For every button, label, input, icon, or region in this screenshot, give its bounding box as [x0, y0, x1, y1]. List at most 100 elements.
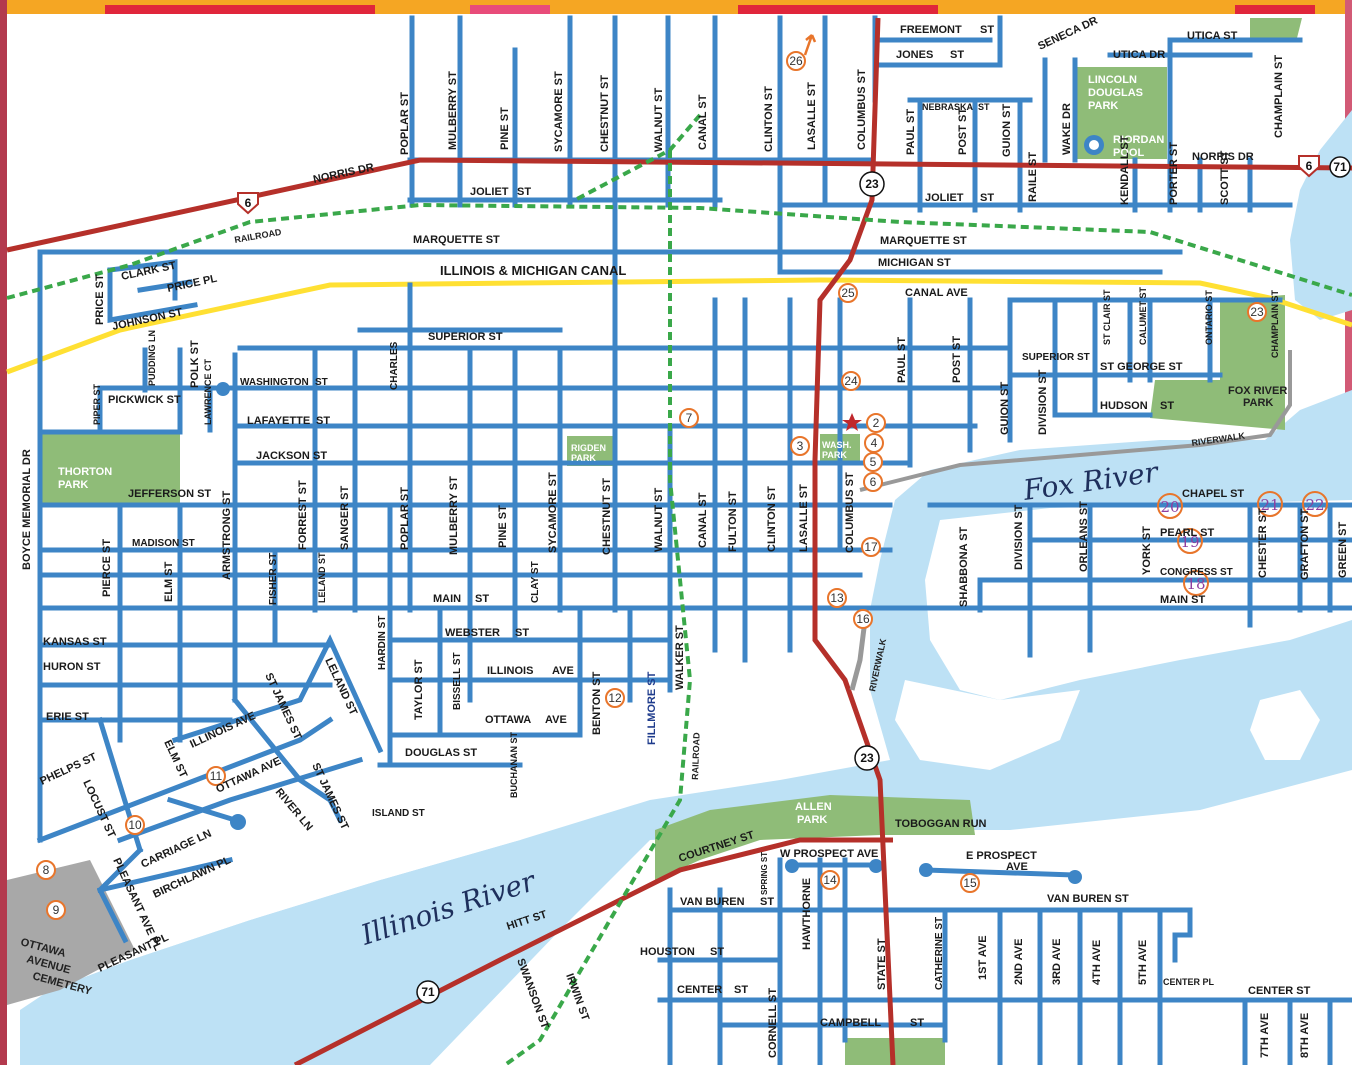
riverwalk-south: [849, 619, 868, 691]
svg-text:CATHERINE ST: CATHERINE ST: [934, 917, 945, 990]
svg-text:ORLEANS ST: ORLEANS ST: [1078, 501, 1090, 572]
svg-text:WALNUT ST: WALNUT ST: [653, 488, 665, 552]
allen-park-label-1: ALLEN: [795, 801, 832, 813]
svg-text:CORNELL ST: CORNELL ST: [767, 988, 779, 1058]
poi-marker-9: 9: [46, 900, 66, 920]
svg-text:ST: ST: [980, 192, 994, 204]
poi-marker-4: 4: [864, 433, 884, 453]
wash-park-label-2: PARK: [822, 450, 847, 460]
svg-text:ST GEORGE ST: ST GEORGE ST: [1100, 361, 1183, 373]
poi-number: 7: [686, 411, 693, 425]
svg-text:HURON ST: HURON ST: [43, 661, 101, 673]
svg-text:HARDIN ST: HARDIN ST: [377, 616, 388, 670]
svg-text:KANSAS ST: KANSAS ST: [43, 636, 107, 648]
svg-text:SANGER ST: SANGER ST: [339, 486, 351, 550]
poi-number: 8: [43, 863, 50, 877]
svg-text:LASALLE ST: LASALLE ST: [798, 484, 810, 552]
svg-text:BOYCE MEMORIAL DR: BOYCE MEMORIAL DR: [21, 449, 33, 570]
svg-text:ST: ST: [910, 1017, 924, 1029]
svg-text:PIERCE ST: PIERCE ST: [101, 539, 113, 597]
svg-text:ARMSTRONG ST: ARMSTRONG ST: [221, 491, 233, 581]
poi-number: 17: [864, 540, 878, 554]
poi-marker-10: 10: [125, 815, 145, 835]
highway-shields: 6 6 71 71 23 23: [237, 155, 1351, 1004]
svg-text:DIVISION ST: DIVISION ST: [1037, 369, 1049, 435]
lincoln-douglas-label-1: LINCOLN: [1088, 74, 1137, 86]
svg-text:STATE ST: STATE ST: [876, 938, 888, 990]
poi-number: 3: [797, 439, 804, 453]
poi-number: 2: [873, 416, 880, 430]
svg-text:ELM ST: ELM ST: [161, 738, 189, 780]
poi-marker-12: 12: [605, 688, 625, 708]
svg-text:ISLAND ST: ISLAND ST: [372, 808, 425, 819]
poi-number: 16: [856, 612, 870, 626]
top-color-bar: [0, 0, 1352, 14]
poi-number: 21: [1260, 496, 1279, 514]
us6-route: [6, 157, 1352, 253]
svg-text:LASALLE ST: LASALLE ST: [806, 82, 818, 150]
svg-text:W PROSPECT AVE: W PROSPECT AVE: [780, 848, 878, 860]
svg-text:PEARL ST: PEARL ST: [1160, 527, 1214, 539]
svg-text:1ST AVE: 1ST AVE: [977, 935, 989, 980]
svg-text:SUPERIOR ST: SUPERIOR ST: [428, 331, 503, 343]
canal-ave-label: CANAL AVE: [905, 287, 968, 299]
svg-text:71: 71: [421, 985, 435, 999]
svg-text:CHESTNUT ST: CHESTNUT ST: [601, 478, 613, 555]
svg-text:CHESTNUT ST: CHESTNUT ST: [599, 75, 611, 152]
svg-text:GUION ST: GUION ST: [1001, 104, 1013, 157]
svg-text:SPRING ST: SPRING ST: [760, 852, 769, 895]
left-border: [0, 0, 7, 1065]
svg-text:YORK ST: YORK ST: [1141, 526, 1153, 575]
poi-number: 15: [963, 876, 977, 890]
wash-park-label-1: WASH.: [822, 440, 852, 450]
svg-text:NEBRASKA: NEBRASKA: [922, 102, 974, 112]
svg-text:JONES: JONES: [896, 49, 933, 61]
poi-number: 10: [128, 818, 142, 832]
svg-text:TAYLOR ST: TAYLOR ST: [413, 659, 425, 720]
railroad-label-north: RAILROAD: [234, 227, 283, 245]
svg-text:CALUMET ST: CALUMET ST: [1138, 287, 1148, 345]
svg-text:AVE: AVE: [1006, 861, 1028, 873]
svg-text:COLUMBUS ST: COLUMBUS ST: [844, 472, 856, 553]
poi-marker-24: 24: [841, 371, 861, 391]
svg-text:PICKWICK ST: PICKWICK ST: [108, 394, 181, 406]
svg-text:PINE ST: PINE ST: [499, 107, 511, 150]
fox-river-park-area: [1150, 295, 1285, 430]
poi-number: 4: [871, 436, 878, 450]
svg-text:DOUGLAS ST: DOUGLAS ST: [405, 747, 477, 759]
svg-text:FULTON ST: FULTON ST: [727, 491, 739, 552]
svg-text:POST ST: POST ST: [957, 108, 969, 155]
svg-text:CENTER: CENTER: [677, 984, 722, 996]
poi-number: 18: [1186, 575, 1205, 593]
fox-river-north: [1290, 110, 1352, 320]
svg-text:CHARLES: CHARLES: [389, 341, 400, 390]
svg-text:MARQUETTE ST: MARQUETTE ST: [413, 234, 500, 246]
thorton-park-area: [40, 432, 180, 504]
svg-text:PRICE ST: PRICE ST: [94, 274, 106, 325]
poi-marker-25: 25: [838, 283, 858, 303]
poi-marker-2: 2: [866, 413, 886, 433]
svg-text:ONTARIO ST: ONTARIO ST: [1204, 290, 1214, 345]
svg-text:JOLIET: JOLIET: [470, 186, 509, 198]
il71-shield-south: 71: [416, 980, 440, 1004]
svg-text:VAN BUREN ST: VAN BUREN ST: [1047, 893, 1129, 905]
poi-number: 14: [823, 873, 837, 887]
svg-text:SUPERIOR ST: SUPERIOR ST: [1022, 352, 1090, 363]
svg-text:MAIN: MAIN: [433, 593, 461, 605]
poi-marker-22: 22: [1302, 491, 1328, 517]
svg-text:2ND AVE: 2ND AVE: [1013, 939, 1025, 985]
toboggan-run-label: TOBOGGAN RUN: [895, 818, 987, 830]
poi-number: 6: [870, 475, 877, 489]
island-small: [1250, 690, 1320, 760]
svg-text:ST: ST: [313, 450, 327, 462]
svg-text:CLINTON ST: CLINTON ST: [763, 86, 775, 152]
il23-shield-south: 23: [854, 745, 880, 771]
fox-river-park-label-1: FOX RIVER: [1228, 385, 1287, 397]
svg-text:WASHINGTON: WASHINGTON: [240, 377, 309, 388]
svg-text:KENDALL ST: KENDALL ST: [1119, 135, 1131, 205]
poi-marker-20: 20: [1157, 493, 1183, 519]
svg-text:LELAND ST: LELAND ST: [317, 552, 327, 603]
thorton-park-label-2: PARK: [58, 479, 88, 491]
riordan-pool-label-2: POOL: [1113, 147, 1144, 159]
svg-text:POPLAR ST: POPLAR ST: [399, 92, 411, 155]
